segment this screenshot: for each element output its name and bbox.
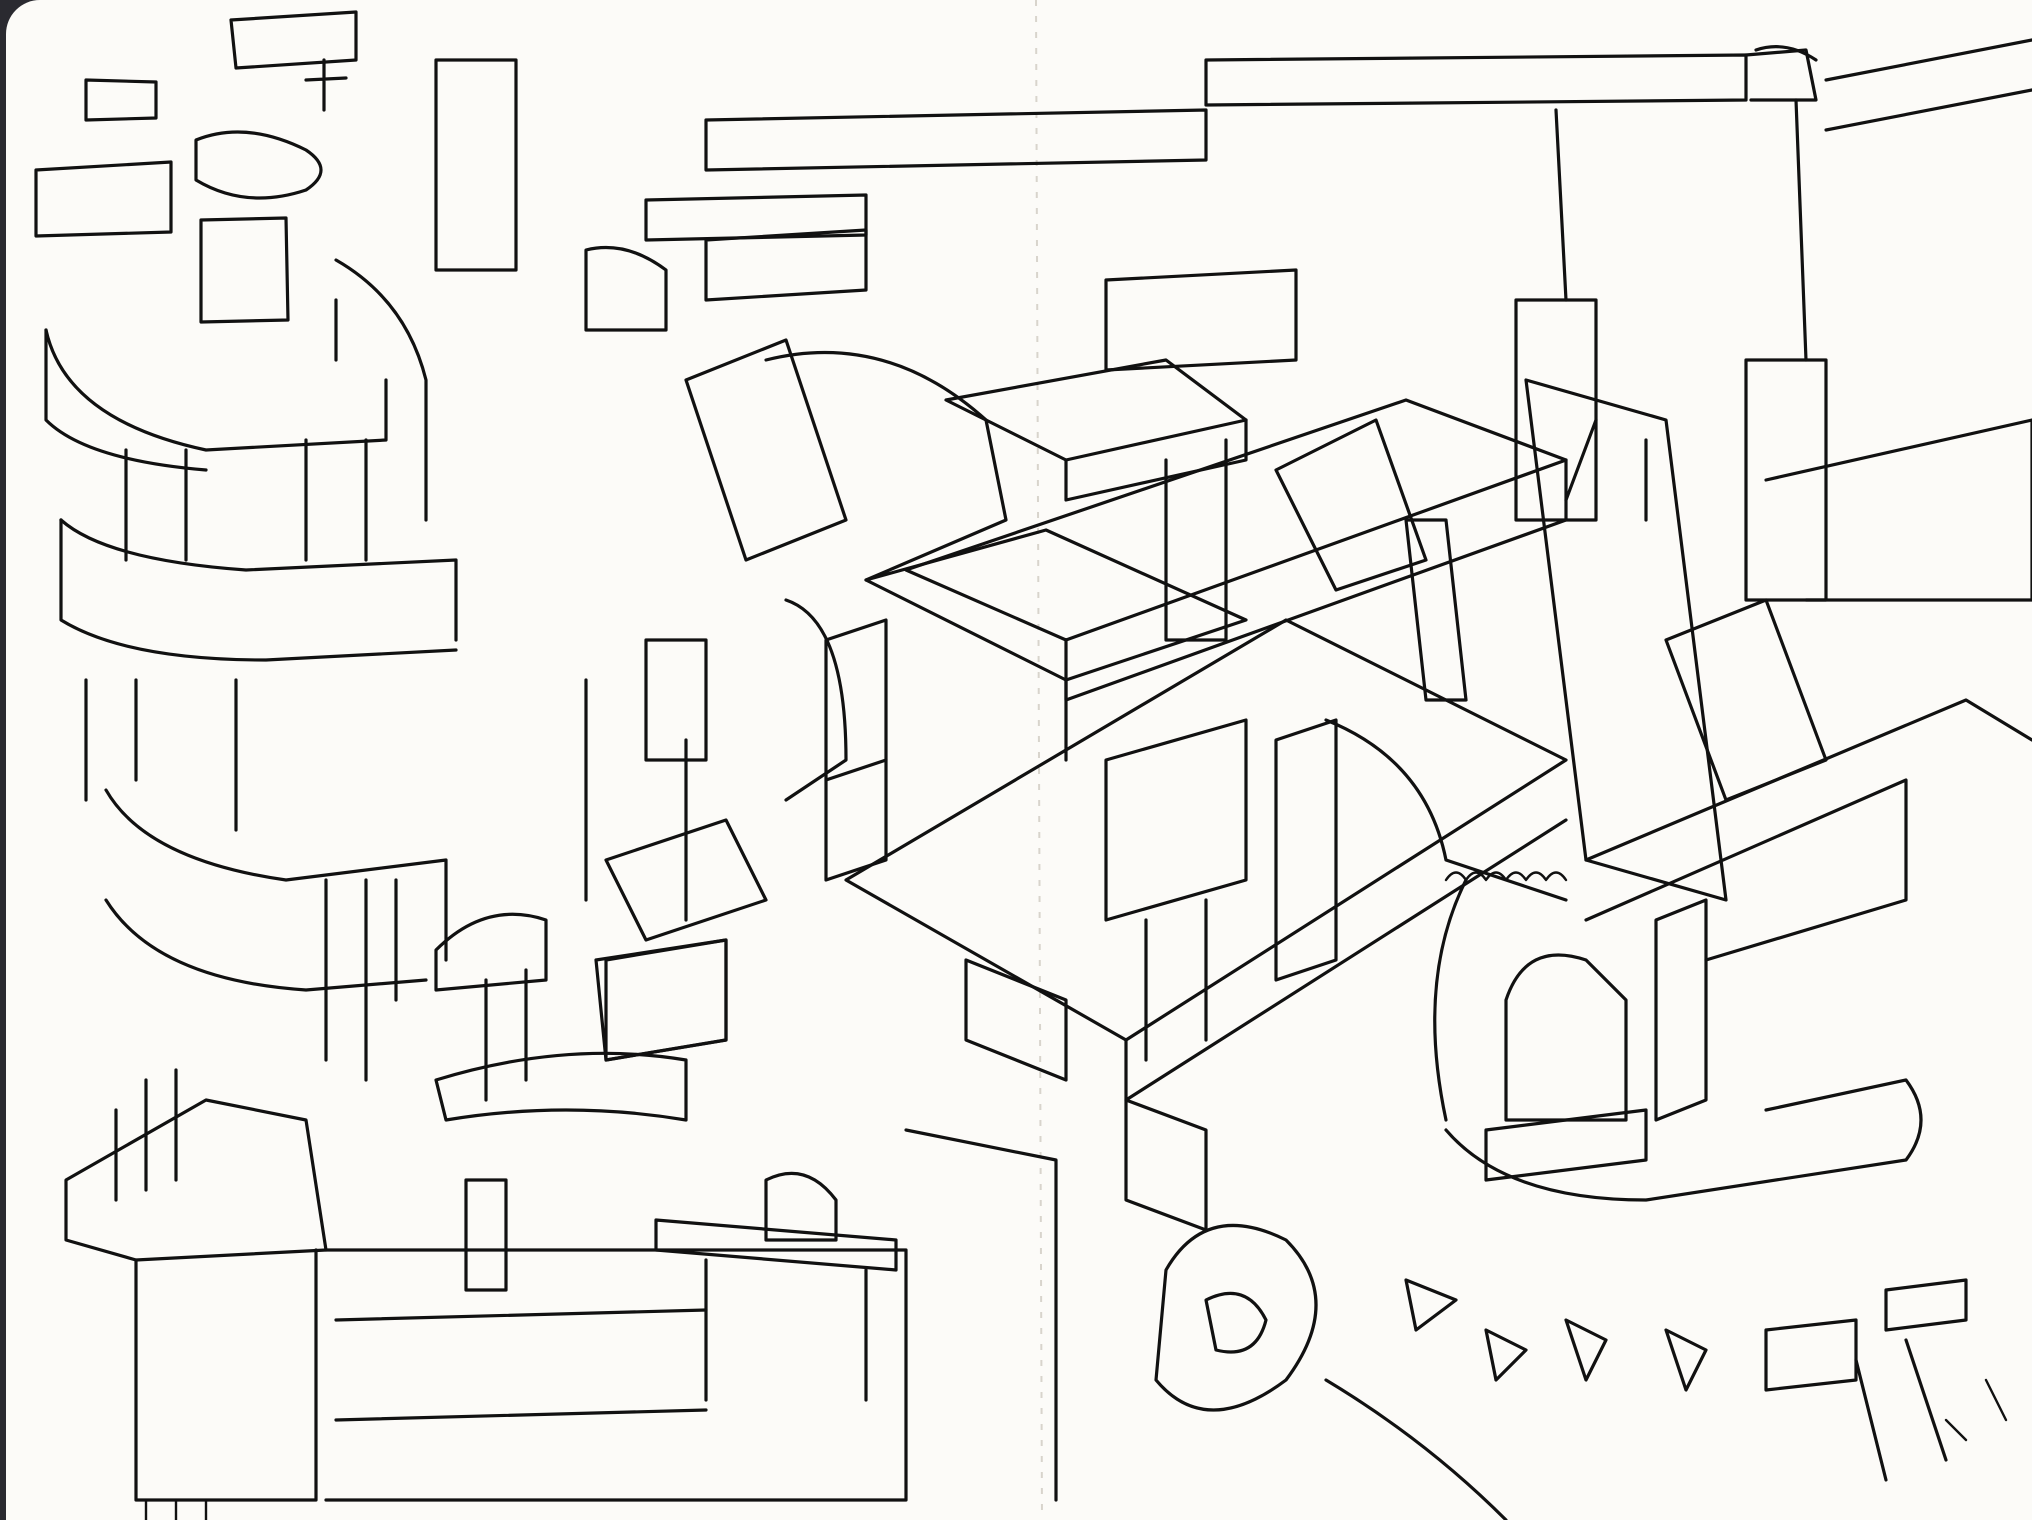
line-drawing-industrial-rooftops [6, 0, 2032, 1520]
central-block-cluster [324, 58, 1428, 1502]
paper-background [6, 0, 2032, 1520]
diagonal-roof-slabs [844, 398, 1568, 1232]
right-structures [1154, 38, 2032, 1520]
center-fold [1035, 0, 1043, 1520]
sketch-page [6, 0, 2032, 1520]
left-tower-structure [34, 10, 458, 1520]
